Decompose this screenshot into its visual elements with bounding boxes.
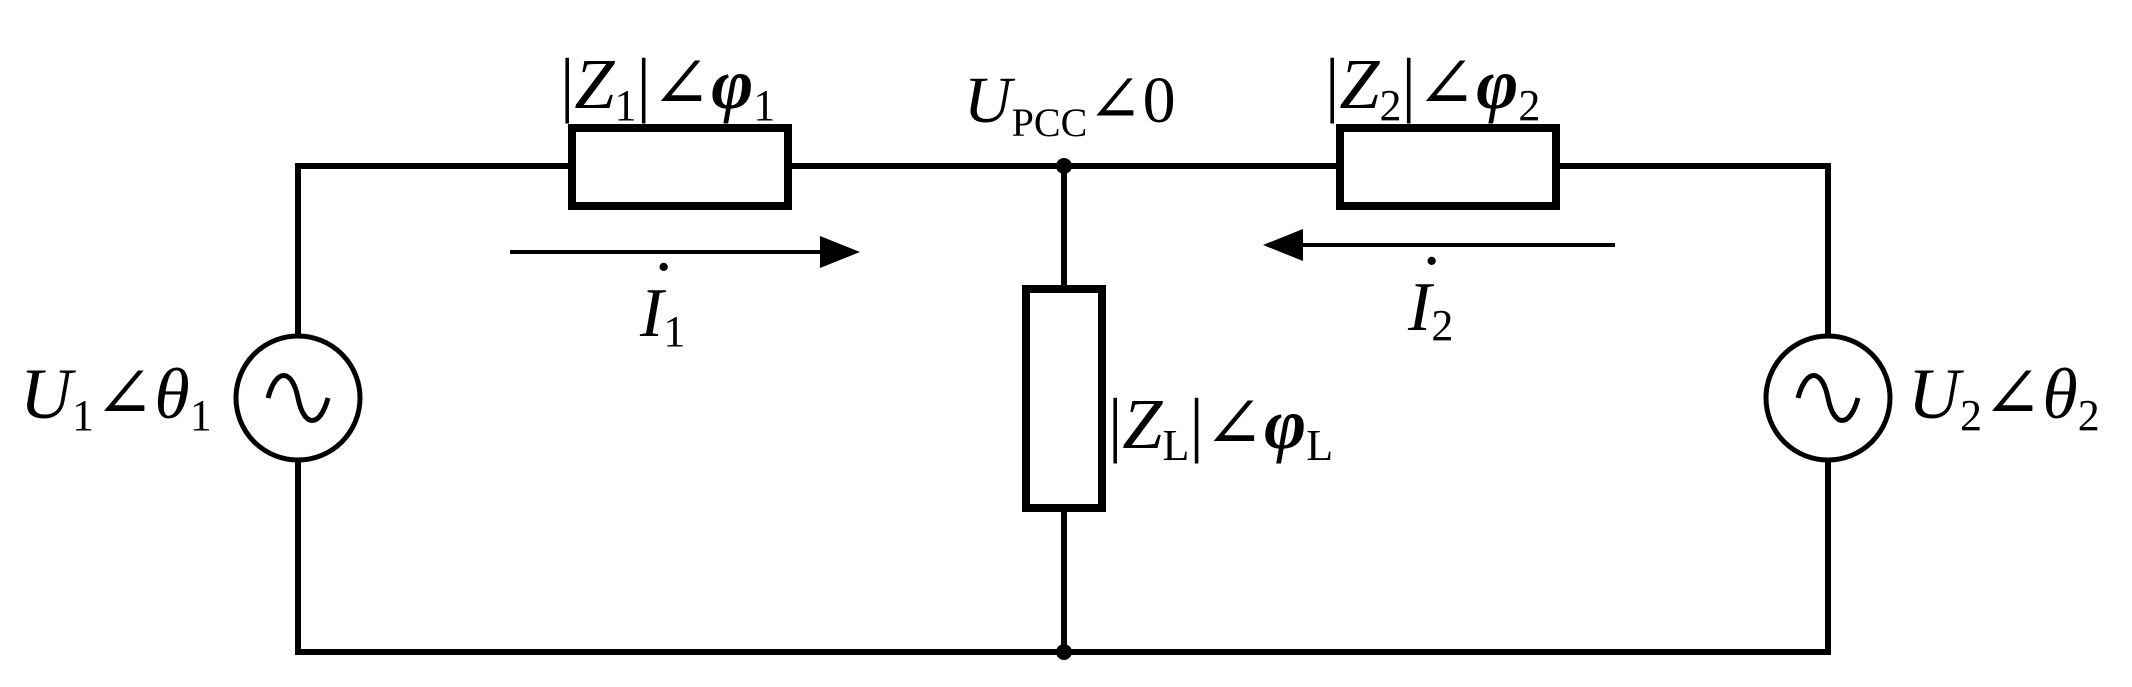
angle-symbol: ∠ xyxy=(1087,64,1142,137)
symbol: I xyxy=(639,275,667,352)
subscript: 1 xyxy=(72,391,94,440)
subscript: L xyxy=(1306,421,1333,470)
phase-symbol: θ xyxy=(2042,354,2077,434)
label-upcc: UPCC∠0 xyxy=(964,64,1176,145)
abs-bar: | xyxy=(1189,384,1203,464)
phase-symbol: θ xyxy=(154,354,189,434)
angle-symbol: ∠ xyxy=(1416,44,1476,124)
ac-source-u1 xyxy=(233,333,363,463)
subscript: 1 xyxy=(614,81,636,130)
sine-icon xyxy=(1795,373,1861,423)
ac-source-u2 xyxy=(1763,333,1893,463)
phase-symbol: φ xyxy=(711,44,753,124)
phase-symbol: φ xyxy=(1476,44,1518,124)
subscript: 2 xyxy=(2078,391,2100,440)
current-arrow-i2 xyxy=(1263,229,1615,261)
label-z2: |Z2|∠φ2 xyxy=(1325,44,1540,130)
dot-accent-i1: · xyxy=(652,229,675,306)
symbol: U xyxy=(20,354,76,434)
label-u2: U2∠θ2 xyxy=(1908,354,2100,440)
subscript: 1 xyxy=(663,307,685,356)
arrow-head-icon xyxy=(820,236,860,268)
symbol: Z xyxy=(1122,384,1163,464)
impedance-zl xyxy=(1022,285,1106,512)
dot-accent-i2: · xyxy=(1420,223,1443,300)
label-zl: |ZL|∠φL xyxy=(1108,384,1333,470)
subscript: 2 xyxy=(1960,391,1982,440)
subscript: 2 xyxy=(1431,301,1453,350)
subscript: 1 xyxy=(190,391,212,440)
angle-symbol: ∠ xyxy=(1982,354,2042,434)
current-arrow-i1 xyxy=(510,236,860,268)
label-z1: |Z1|∠φ1 xyxy=(560,44,775,130)
subscript: PCC xyxy=(1012,100,1088,145)
symbol: I xyxy=(1407,269,1435,346)
symbol: Z xyxy=(574,44,615,124)
abs-bar: | xyxy=(1401,44,1415,124)
junction-node-pcc xyxy=(1056,158,1072,174)
angle-value: 0 xyxy=(1143,64,1176,137)
label-i2: I2 xyxy=(1407,269,1453,350)
angle-symbol: ∠ xyxy=(1204,384,1264,464)
arrow-head-icon xyxy=(1263,229,1303,261)
sine-icon xyxy=(265,373,331,423)
abs-bar: | xyxy=(560,44,574,124)
abs-bar: | xyxy=(1325,44,1339,124)
angle-symbol: ∠ xyxy=(94,354,154,434)
symbol: U xyxy=(964,64,1016,137)
phase-symbol: φ xyxy=(1264,384,1306,464)
abs-bar: | xyxy=(1108,384,1122,464)
symbol: U xyxy=(1908,354,1964,434)
impedance-z1 xyxy=(568,124,792,210)
subscript: 2 xyxy=(1518,81,1540,130)
subscript: 2 xyxy=(1379,81,1401,130)
impedance-z2 xyxy=(1336,124,1560,210)
angle-symbol: ∠ xyxy=(651,44,711,124)
label-i1: I1 xyxy=(639,275,685,356)
symbol: Z xyxy=(1339,44,1380,124)
abs-bar: | xyxy=(636,44,650,124)
label-u1: U1∠θ1 xyxy=(20,354,212,440)
subscript: 1 xyxy=(753,81,775,130)
junction-node-bottom xyxy=(1056,644,1072,660)
subscript: L xyxy=(1162,421,1189,470)
